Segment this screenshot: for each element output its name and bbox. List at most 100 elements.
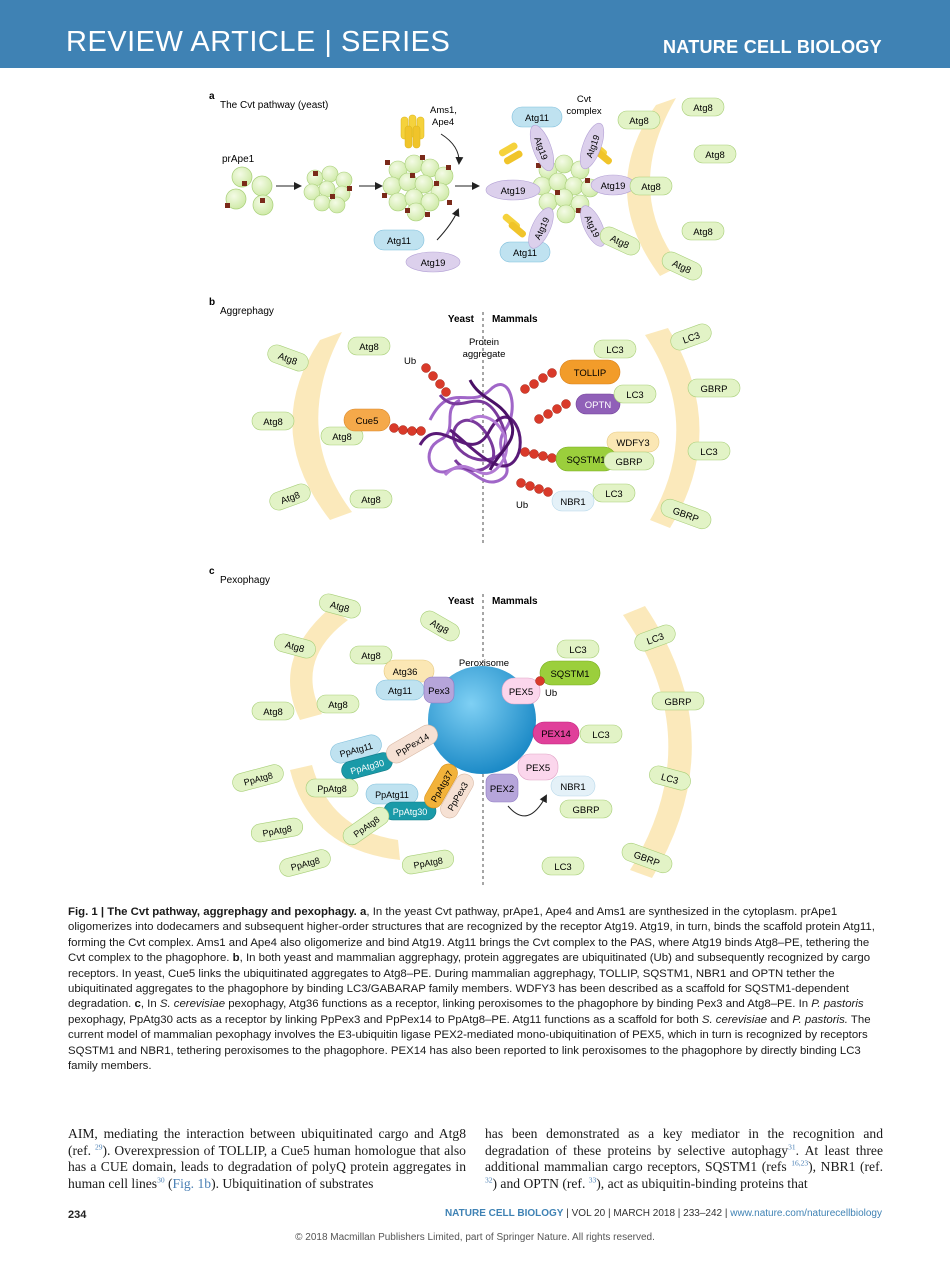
panel-c-yeast-label: Yeast xyxy=(448,596,475,607)
svg-text:GBRP: GBRP xyxy=(665,697,692,708)
atg8-a-7: Atg8 xyxy=(661,251,703,281)
protein-aggregate xyxy=(418,379,522,484)
lc3-b-1: LC3 xyxy=(593,339,637,359)
svg-text:PpAtg30: PpAtg30 xyxy=(393,807,428,817)
dodecamer xyxy=(303,165,353,214)
caption-b-letter: b xyxy=(232,952,240,965)
caption-c-text-5: The current model of mammalian pexophagy… xyxy=(68,1013,871,1073)
caption-b-text: , In both yeast and mammalian aggrephagy… xyxy=(68,952,871,1011)
svg-text:LC3: LC3 xyxy=(700,447,717,458)
atg8-c-5: Atg8 xyxy=(251,701,295,721)
section-title: REVIEW ARTICLE | SERIES xyxy=(66,26,450,59)
ape4-label: Ape4 xyxy=(432,117,454,128)
atg11-c: Atg11 xyxy=(375,679,425,701)
body-left-text-3: ( xyxy=(164,1175,173,1191)
reference-link[interactable]: 29 xyxy=(94,1142,103,1152)
svg-text:GBRP: GBRP xyxy=(573,805,600,816)
atg8-b-6: Atg8 xyxy=(349,489,393,509)
atg8-b-4: Atg8 xyxy=(320,426,364,446)
svg-text:Atg19: Atg19 xyxy=(601,181,626,192)
body-column-left: AIM, mediating the interaction between u… xyxy=(68,1126,466,1192)
svg-text:Atg8: Atg8 xyxy=(263,707,283,718)
svg-text:Atg11: Atg11 xyxy=(525,113,549,124)
lc3-b-3: LC3 xyxy=(613,384,657,404)
caption-label: Fig. 1 | The Cvt pathway, aggrephagy and… xyxy=(68,906,357,918)
caption-c-text-2: pexophagy, Atg36 functions as a receptor… xyxy=(225,998,812,1011)
lc3-b-4: LC3 xyxy=(687,441,731,461)
series-name: SERIES xyxy=(340,26,451,58)
pex3: Pex3 xyxy=(423,676,455,704)
header-band xyxy=(0,0,950,68)
pppex14: PpPex14 xyxy=(386,724,438,764)
svg-text:GBRP: GBRP xyxy=(616,457,643,468)
cvt-label: Cvt xyxy=(577,94,592,105)
reference-link[interactable]: 30 xyxy=(157,1175,165,1185)
ub-dot-c xyxy=(535,676,545,686)
atg8-c-6: Atg8 xyxy=(316,694,360,714)
reference-link[interactable]: 16,23 xyxy=(791,1158,809,1168)
complex-label: complex xyxy=(566,106,602,117)
svg-text:PEX5: PEX5 xyxy=(509,687,533,698)
svg-text:NBR1: NBR1 xyxy=(560,497,585,508)
gbrp-b-2: GBRP xyxy=(603,451,655,471)
ams1-ape4-oligomer xyxy=(400,114,425,149)
lc3-c-4: LC3 xyxy=(649,765,691,791)
reference-link[interactable]: 32 xyxy=(485,1175,493,1185)
panel-b-yeast-label: Yeast xyxy=(448,314,475,325)
phagophore-b-mammal xyxy=(645,328,700,528)
svg-text:TOLLIP: TOLLIP xyxy=(574,368,607,379)
peroxisome-label: Peroxisome xyxy=(459,658,509,669)
figure-caption: Fig. 1 | The Cvt pathway, aggrephagy and… xyxy=(68,905,883,1074)
footer-url-link[interactable]: www.nature.com/naturecellbiology xyxy=(730,1208,882,1219)
panel-c-mammals-label: Mammals xyxy=(492,596,538,607)
panel-b: b Aggrephagy Yeast Mammals Protein aggre… xyxy=(209,297,741,545)
caption-c-text-1: , In xyxy=(140,998,160,1011)
svg-text:LC3: LC3 xyxy=(592,730,609,741)
atg19-free-label: Atg19 xyxy=(421,258,446,269)
ppatg8-5: PpAtg8 xyxy=(279,849,331,877)
svg-text:Atg8: Atg8 xyxy=(705,150,725,161)
ppatg8-1: PpAtg8 xyxy=(232,764,284,792)
svg-text:Atg8: Atg8 xyxy=(641,182,661,193)
svg-text:Atg8: Atg8 xyxy=(263,417,283,428)
svg-text:GBRP: GBRP xyxy=(701,384,728,395)
body-left-text-2: ). Overexpression of TOLLIP, a Cue5 huma… xyxy=(68,1142,466,1191)
svg-text:Atg8: Atg8 xyxy=(693,103,713,114)
lc3-b-5: LC3 xyxy=(592,483,636,503)
reference-link[interactable]: 33 xyxy=(588,1175,597,1185)
body-right-text-3: ), NBR1 (ref. xyxy=(808,1159,884,1175)
prape1-monomers xyxy=(225,166,274,216)
arrow-ams1 xyxy=(440,133,464,165)
svg-text:Atg8: Atg8 xyxy=(361,651,381,662)
svg-text:LC3: LC3 xyxy=(606,345,623,356)
svg-text:LC3: LC3 xyxy=(605,489,622,500)
ub-label-c: Ub xyxy=(545,688,557,699)
panel-b-letter: b xyxy=(209,297,215,308)
panel-a: a The Cvt pathway (yeast) prApe1 xyxy=(209,91,737,281)
svg-text:SQSTM1: SQSTM1 xyxy=(550,669,589,680)
ppatg8-6: PpAtg8 xyxy=(401,849,455,875)
phagophore-a xyxy=(626,98,680,276)
svg-text:LC3: LC3 xyxy=(569,645,586,656)
page-number: 234 xyxy=(68,1209,87,1221)
protein-label: Protein xyxy=(469,337,499,348)
atg19-cvt-3: Atg19 xyxy=(485,179,541,201)
caption-a-text: , In the yeast Cvt pathway, prApe1, Ape4… xyxy=(68,906,875,965)
ppatg8-2: PpAtg8 xyxy=(305,778,359,798)
figure-link[interactable]: Fig. 1b xyxy=(172,1175,212,1191)
nbr1-c: NBR1 xyxy=(550,775,596,797)
prape1-label: prApe1 xyxy=(222,154,255,165)
ppatg30-2: PpAtg30 xyxy=(383,801,437,821)
atg8-a-2: Atg8 xyxy=(681,97,725,117)
gbrp-c-2: GBRP xyxy=(559,799,613,819)
svg-text:PEX5: PEX5 xyxy=(526,763,550,774)
cue5: Cue5 xyxy=(343,408,391,432)
pex5-c-2: PEX5 xyxy=(517,753,559,781)
reference-link[interactable]: 31 xyxy=(788,1142,796,1152)
atg8-a-4: Atg8 xyxy=(629,176,673,196)
cvt-complex xyxy=(498,140,613,238)
svg-text:LC3: LC3 xyxy=(660,772,680,787)
lc3-c-2: LC3 xyxy=(634,624,676,652)
atg8-b-3: Atg8 xyxy=(251,411,295,431)
copyright-notice: © 2018 Macmillan Publishers Limited, par… xyxy=(295,1232,655,1243)
